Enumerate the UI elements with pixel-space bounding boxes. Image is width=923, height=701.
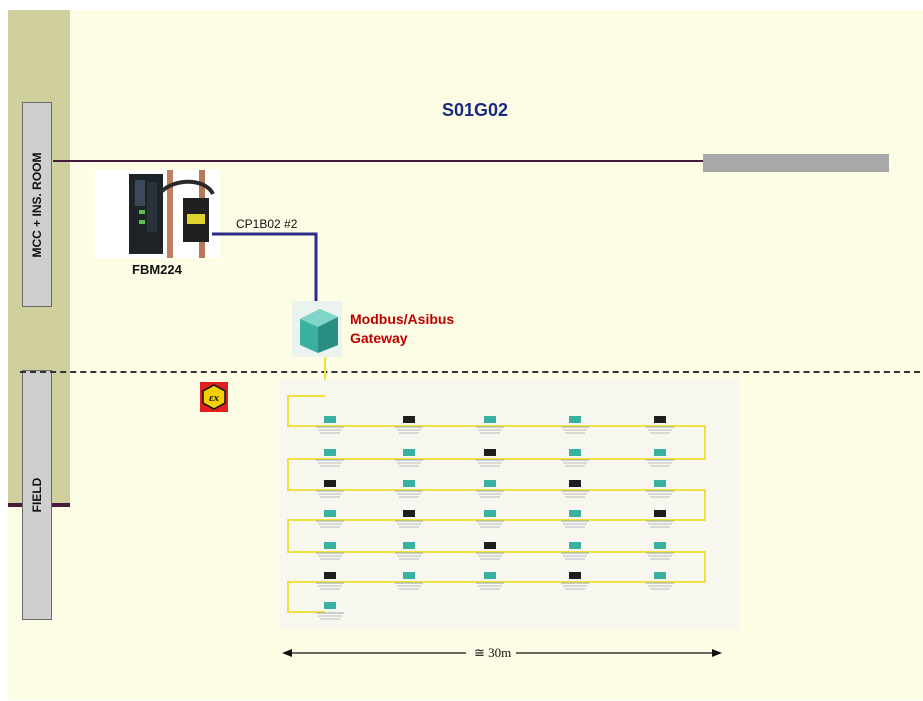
field-module: [395, 416, 423, 434]
field-module: [395, 480, 423, 498]
gateway-label-line1: Modbus/Asibus: [350, 311, 455, 327]
zone-label-mcc-text: MCC + INS. ROOM: [30, 151, 44, 258]
gateway-label: Modbus/Asibus Gateway: [350, 310, 454, 348]
ex-atex-icon: εx: [200, 382, 228, 412]
field-module: [561, 416, 589, 434]
svg-text:εx: εx: [209, 392, 220, 404]
field-module: [395, 449, 423, 467]
zone-label-mcc: MCC + INS. ROOM: [22, 102, 52, 307]
field-module: [646, 572, 674, 590]
field-module: [561, 572, 589, 590]
field-module: [316, 416, 344, 434]
zone-label-field-text: FIELD: [30, 477, 44, 513]
field-device-grid: [287, 395, 706, 620]
field-module: [476, 480, 504, 498]
field-module: [395, 572, 423, 590]
field-module: [316, 510, 344, 528]
field-module: [316, 602, 344, 620]
field-module: [646, 449, 674, 467]
fbm224-device-image: [95, 170, 220, 258]
field-module: [476, 449, 504, 467]
field-module: [395, 510, 423, 528]
zone-divider-dashed: [20, 371, 920, 373]
field-device-network: [280, 380, 739, 628]
cp-link-label: CP1B02 #2: [236, 217, 298, 231]
field-module: [476, 572, 504, 590]
field-module: [316, 449, 344, 467]
field-module: [395, 542, 423, 560]
field-module: [476, 542, 504, 560]
diagram-title: S01G02: [441, 100, 509, 120]
zone-label-field: FIELD: [22, 370, 52, 620]
room-boundary-line: [53, 160, 889, 162]
field-module: [476, 416, 504, 434]
field-module: [316, 480, 344, 498]
field-module: [646, 510, 674, 528]
field-module: [646, 542, 674, 560]
field-bus-wire: [287, 395, 706, 613]
field-module: [561, 449, 589, 467]
gateway-device-image: [292, 301, 342, 357]
gateway-label-line2: Gateway: [350, 330, 408, 346]
boundary-grey-bar: [703, 154, 889, 172]
field-module: [646, 480, 674, 498]
field-module: [561, 510, 589, 528]
dimension-label: ≅ 30m: [474, 645, 512, 660]
field-module: [316, 572, 344, 590]
field-module: [561, 542, 589, 560]
field-module: [476, 510, 504, 528]
field-module: [316, 542, 344, 560]
field-module: [646, 416, 674, 434]
field-module: [561, 480, 589, 498]
fbm224-label: FBM224: [132, 262, 182, 277]
